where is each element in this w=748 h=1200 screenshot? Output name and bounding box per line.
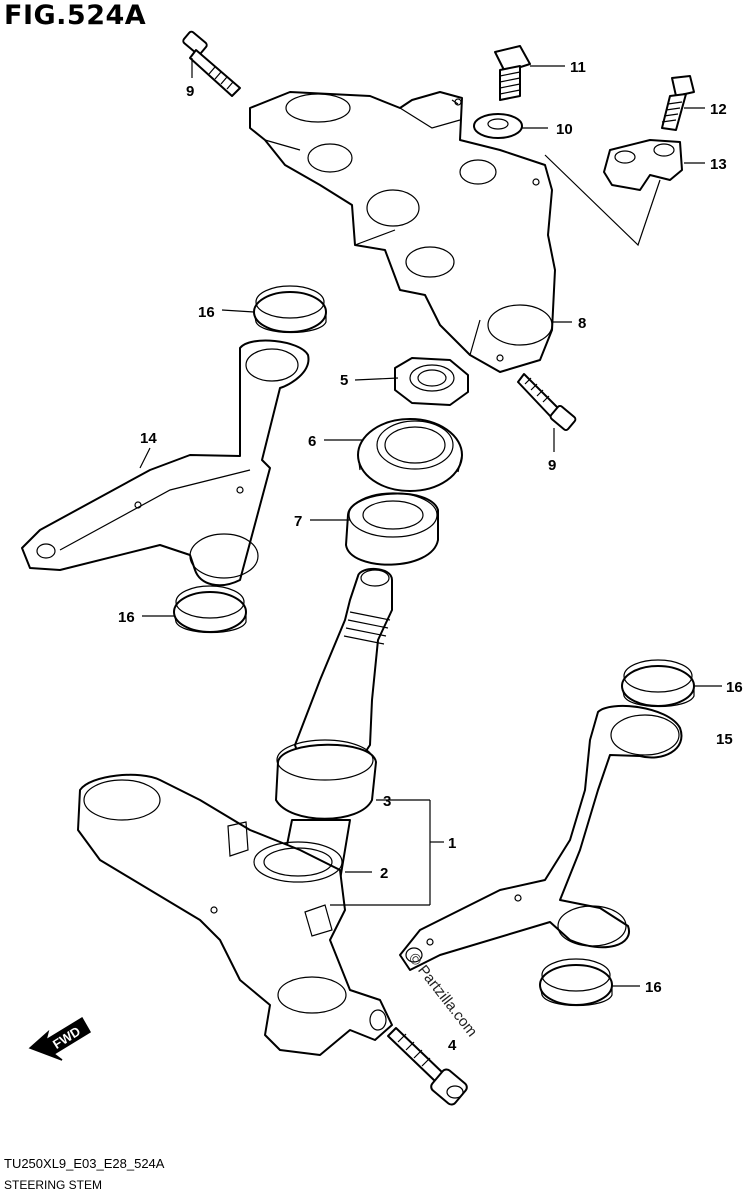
callout-15: 15: [716, 731, 733, 748]
clamp-guide-line: [544, 154, 661, 247]
callout-7: 7: [294, 513, 302, 530]
leader-lines: [139, 58, 722, 987]
watermark: © Partzilla.com: [405, 950, 481, 1040]
fwd-arrow-icon: FWD: [28, 1016, 92, 1061]
figure-code: TU250XL9_E03_E28_524A: [4, 1156, 165, 1171]
callout-11: 11: [570, 59, 586, 76]
clamp-13[interactable]: [603, 139, 683, 191]
ring-16-upper-right[interactable]: [621, 659, 695, 708]
callout-14: 14: [140, 430, 157, 447]
ring-16-lower-left[interactable]: [173, 585, 247, 634]
callout-12: 12: [710, 101, 727, 118]
bolt-9-upper[interactable]: [182, 30, 241, 97]
callout-1: 1: [448, 835, 456, 852]
callout-9-upper: 9: [186, 83, 194, 100]
callout-16-upper-left: 16: [198, 304, 215, 321]
bearing-7[interactable]: [345, 492, 439, 566]
ring-16-upper-left[interactable]: [253, 285, 327, 334]
bolt-11[interactable]: [494, 45, 531, 101]
callout-3: 3: [383, 793, 391, 810]
callout-8: 8: [578, 315, 586, 332]
callout-9-right: 9: [548, 457, 556, 474]
callout-16-lower-left: 16: [118, 609, 135, 626]
bolt-12[interactable]: [661, 75, 695, 131]
callout-16-upper-right: 16: [726, 679, 743, 696]
bracket-15[interactable]: [399, 704, 683, 971]
callout-5: 5: [340, 372, 348, 389]
steering-stem-1[interactable]: [77, 568, 393, 1056]
callout-2: 2: [380, 865, 388, 882]
callout-6: 6: [308, 433, 316, 450]
washer-10[interactable]: [473, 113, 523, 139]
figure-caption: STEERING STEM: [4, 1178, 103, 1192]
callout-10: 10: [556, 121, 573, 138]
bolt-9-right[interactable]: [517, 373, 577, 431]
figure-title: FIG.524A: [4, 0, 147, 31]
callout-13: 13: [710, 156, 727, 173]
bracket-14[interactable]: [21, 339, 310, 587]
dust-seal-6[interactable]: [357, 418, 463, 492]
ring-16-lower-right[interactable]: [539, 958, 613, 1007]
callout-16-lower-right: 16: [645, 979, 662, 996]
callout-4: 4: [448, 1037, 457, 1054]
bolt-4[interactable]: [387, 1027, 469, 1107]
upper-bracket-8[interactable]: [249, 91, 556, 373]
steering-nut-5[interactable]: [394, 357, 469, 406]
